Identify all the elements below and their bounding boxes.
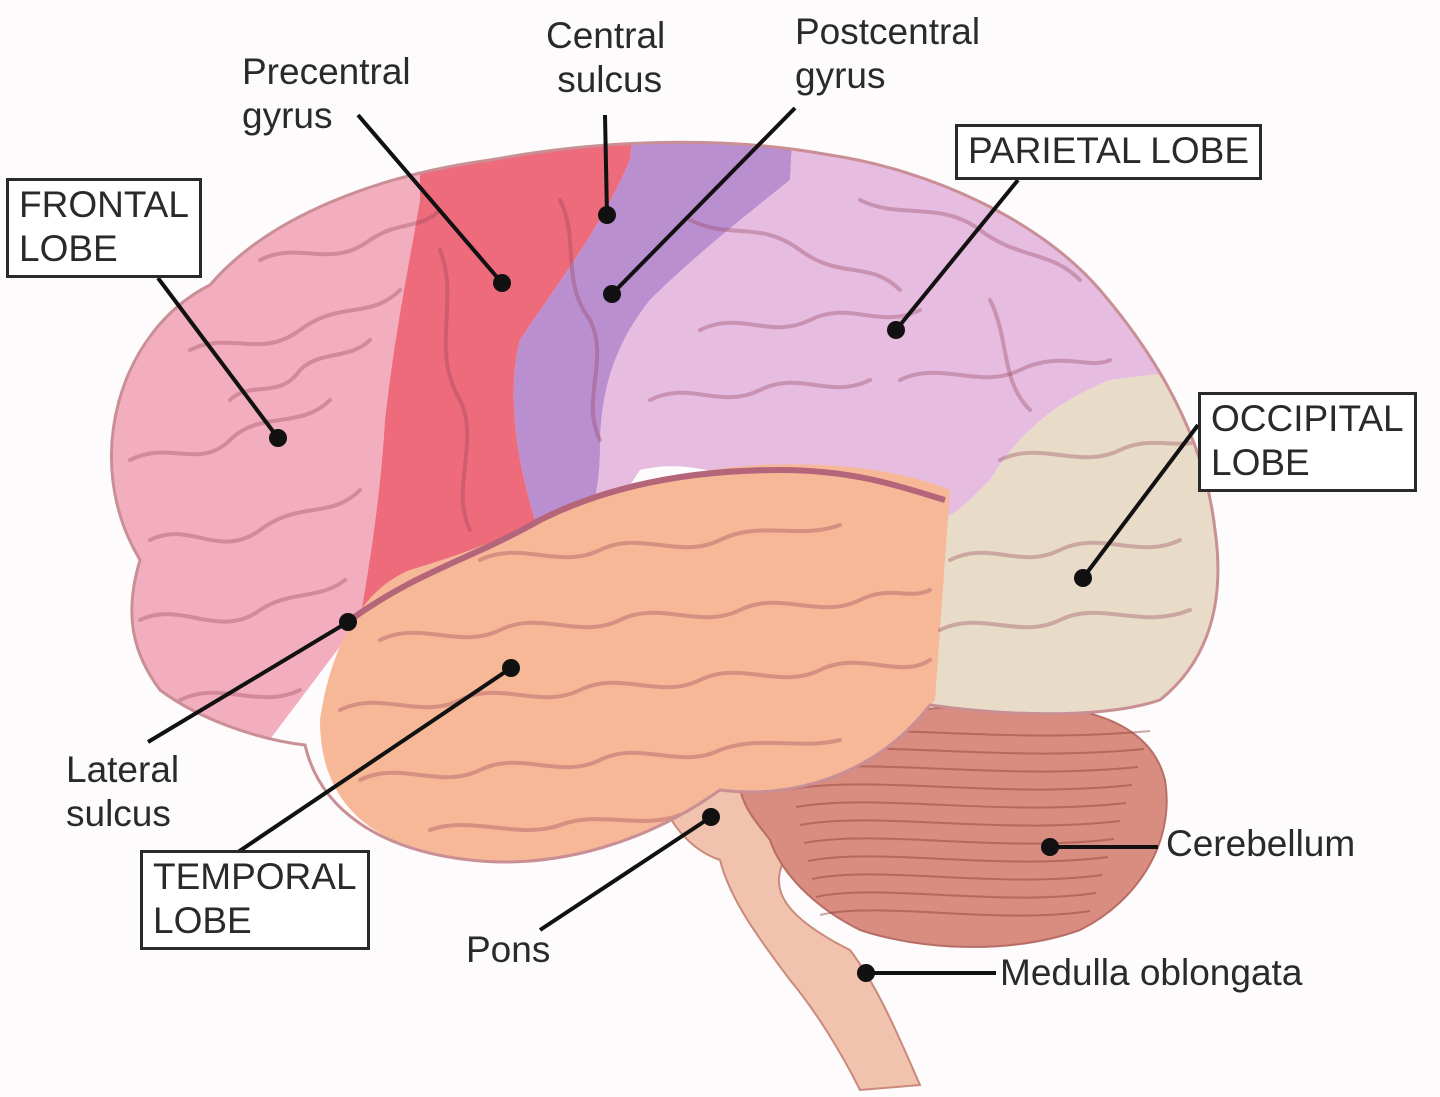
pons-leader-line (538, 815, 713, 932)
occipital-lobe-leader-dot (1074, 569, 1092, 587)
frontal-lobe-leader-dot (269, 429, 287, 447)
label-line: Medulla oblongata (1000, 952, 1303, 993)
cerebellum-fold (799, 819, 1121, 827)
sulcus-groove (258, 208, 442, 262)
cerebrum-outline (110, 140, 1220, 864)
cerebellum-leader-dot (1041, 838, 1059, 856)
parietal-lobe-region (580, 142, 1218, 560)
frontal-lobe-region (111, 142, 420, 862)
sulcus-groove (378, 588, 932, 642)
sulcus-groove (428, 813, 682, 832)
leader-lines (146, 106, 1200, 982)
label-postcentral-gyrus: Postcentral gyrus (795, 10, 980, 98)
postcentral-gyrus-region (513, 142, 800, 560)
lateral-sulcus-leader-line (146, 620, 350, 744)
label-line: LOBE (19, 228, 118, 269)
label-cerebellum: Cerebellum (1166, 822, 1355, 866)
label-line: sulcus (66, 793, 171, 834)
gyri-texture (128, 198, 1202, 832)
label-temporal-lobe: TEMPORAL LOBE (140, 850, 370, 950)
sulcus-groove (938, 608, 1192, 632)
sulcus-groove (558, 198, 602, 442)
label-line: OCCIPITAL (1211, 398, 1404, 439)
cerebellum-fold (807, 855, 1109, 863)
sulcus-groove (898, 358, 1112, 382)
label-line: Postcentral (795, 11, 981, 52)
label-central-sulcus: Central sulcus (546, 14, 665, 102)
sulcus-groove (338, 658, 932, 712)
label-line: Pons (466, 929, 551, 970)
label-line: LOBE (1211, 442, 1310, 483)
cerebellum-fold (795, 801, 1127, 809)
cerebellum-fold (791, 783, 1133, 791)
sulcus-groove (138, 578, 347, 624)
temporal-lobe-leader-line (236, 666, 513, 854)
label-line: Precentral (242, 51, 411, 92)
precentral-gyrus-leader-dot (493, 274, 511, 292)
label-line: TEMPORAL (153, 856, 357, 897)
cerebellum-fold (815, 891, 1097, 899)
sulcus-groove (698, 308, 922, 332)
precentral-gyrus-leader-line (356, 113, 504, 285)
occipital-lobe-leader-line (1081, 423, 1200, 580)
parietal-lobe-leader-dot (887, 321, 905, 339)
pons-leader-dot (702, 808, 720, 826)
cerebellum-folia (779, 729, 1151, 917)
label-line: sulcus (557, 59, 663, 100)
sulcus-groove (228, 338, 372, 402)
label-medulla-oblongata: Medulla oblongata (1000, 951, 1302, 995)
lateral-sulcus-line (348, 466, 946, 623)
lateral-sulcus-leader-dot (339, 613, 357, 631)
sulcus-groove (478, 523, 842, 562)
label-line: gyrus (795, 55, 886, 96)
sulcus-groove (858, 198, 1082, 282)
sulcus-groove (948, 538, 1182, 562)
label-precentral-gyrus: Precentral gyrus (242, 50, 411, 138)
cerebellum-fold (803, 837, 1115, 845)
label-lateral-sulcus: Lateral sulcus (66, 748, 179, 836)
label-line: Central (546, 15, 666, 56)
sulcus-groove (688, 218, 902, 292)
sulcus-groove (438, 248, 472, 532)
label-line: Cerebellum (1166, 823, 1356, 864)
temporal-lobe-leader-dot (502, 659, 520, 677)
parietal-lobe-leader-line (894, 178, 1020, 332)
sulcus-groove (128, 398, 332, 462)
label-pons: Pons (466, 928, 550, 972)
sulcus-groove (178, 688, 302, 702)
label-line: PARIETAL LOBE (968, 130, 1250, 171)
label-line: LOBE (153, 900, 252, 941)
central-sulcus-leader-line (603, 114, 609, 216)
label-parietal-lobe: PARIETAL LOBE (955, 124, 1263, 180)
frontal-lobe-leader-line (156, 276, 280, 440)
medulla-oblongata-leader-dot (857, 964, 875, 982)
sulcus-groove (988, 298, 1032, 412)
sulcus-groove (188, 288, 402, 352)
sulcus-groove (998, 438, 1202, 462)
sulcus-groove (648, 378, 872, 402)
sulcus-groove (148, 488, 362, 544)
cerebellum-fold (819, 909, 1091, 917)
postcentral-gyrus-leader-line (610, 106, 797, 296)
label-line: FRONTAL (19, 184, 189, 225)
label-line: gyrus (242, 95, 333, 136)
postcentral-gyrus-leader-dot (603, 285, 621, 303)
central-sulcus-leader-dot (598, 206, 616, 224)
sulcus-groove (358, 738, 842, 782)
label-frontal-lobe: FRONTAL LOBE (6, 178, 202, 278)
cerebellum-fold (811, 873, 1103, 881)
label-line: Lateral (66, 749, 180, 790)
label-occipital-lobe: OCCIPITAL LOBE (1198, 392, 1417, 492)
